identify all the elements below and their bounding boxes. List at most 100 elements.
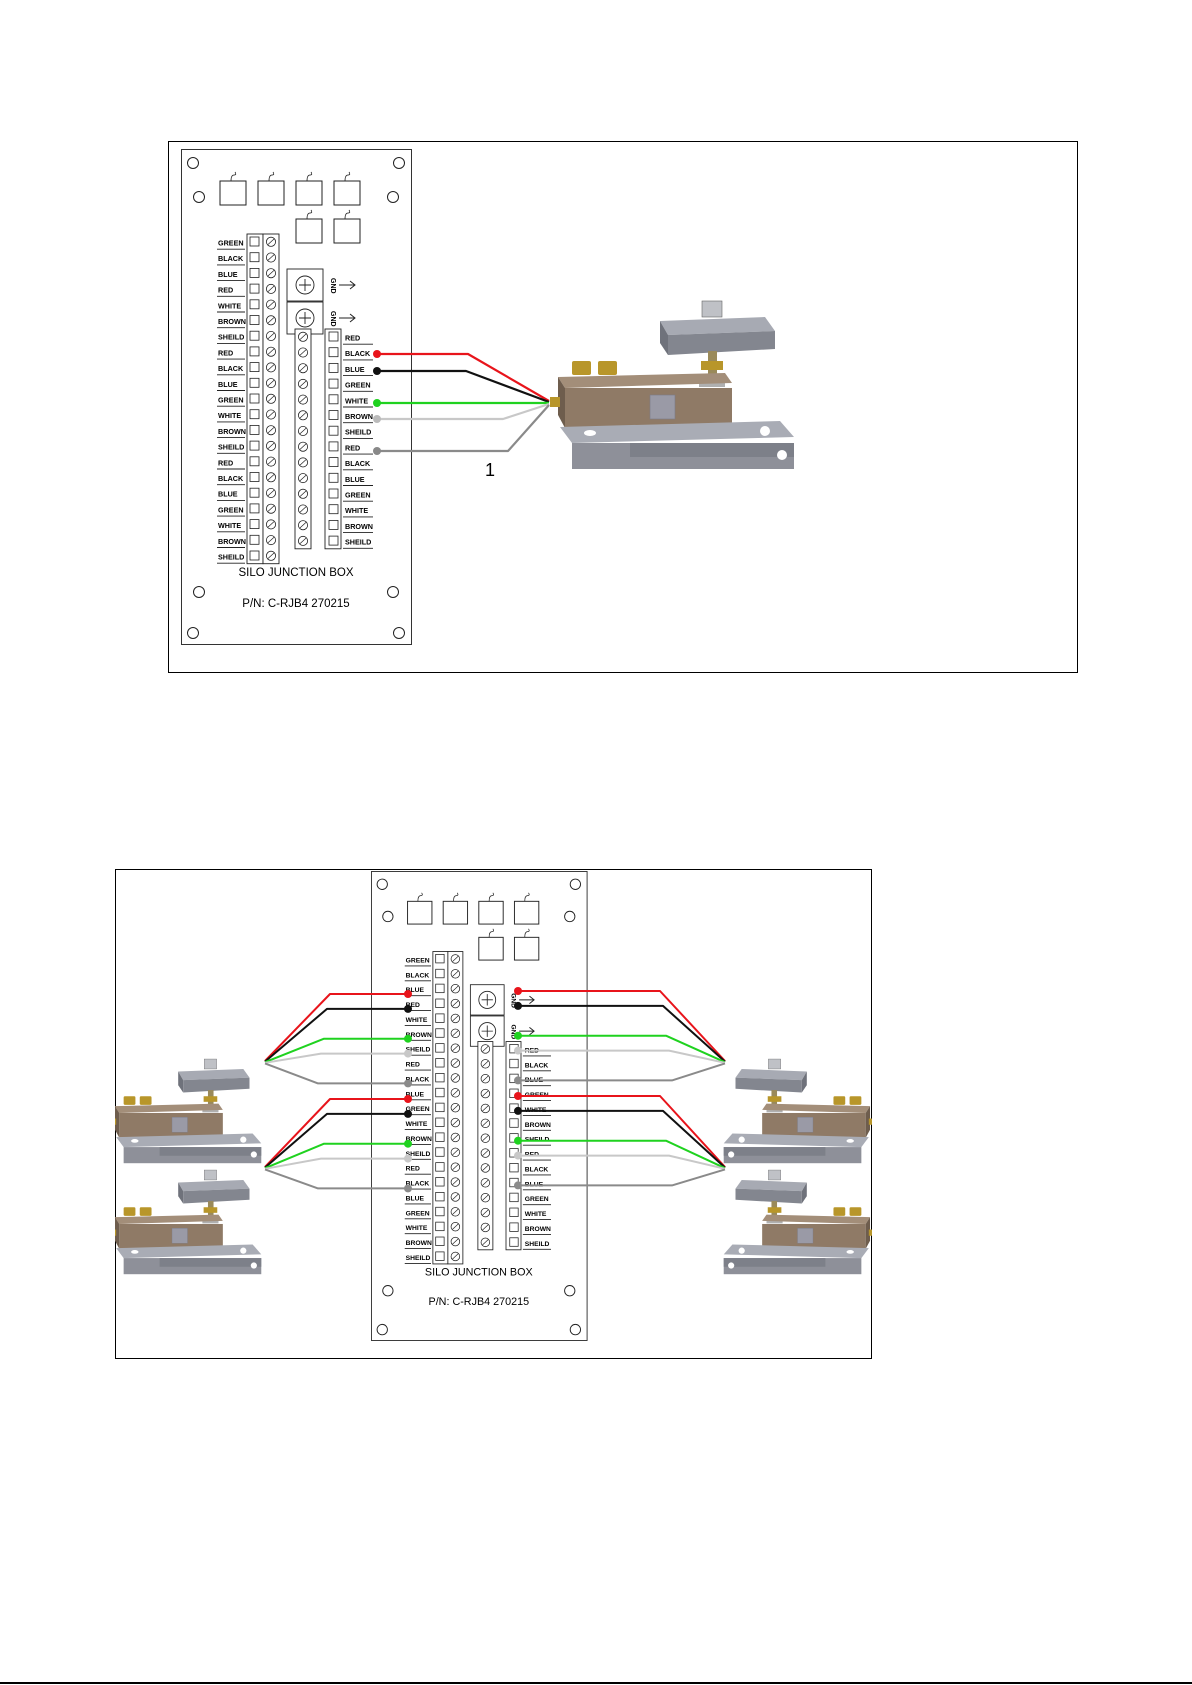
wire-terminal-dot [404,1184,412,1193]
screw-slot [267,537,275,544]
cell-body [119,1223,223,1249]
load-cell-wire [518,1034,726,1064]
surge-lead [230,171,237,182]
mount-hole [387,191,399,203]
screw-slot [482,1060,489,1067]
wire-label: BROWN [525,1226,551,1233]
wire-label: WHITE [525,1211,547,1218]
base-hole [240,1247,247,1254]
ground-screw-cross [299,279,311,291]
terminal-clamp [328,425,339,436]
terminal-clamp [435,1251,445,1261]
terminal-clamp [328,472,339,483]
wire-terminal-dot [514,1151,522,1160]
screw-slot [482,1165,489,1171]
cell-top [558,373,732,388]
screw-slot [267,348,275,355]
base-hole [738,1136,745,1143]
load-cell-wire [518,1168,726,1187]
cell-label [797,1228,814,1244]
wire-label: BROWN [406,1136,432,1143]
terminal-clamp [249,456,260,467]
surge-lead [306,171,313,182]
callout-number: 1 [485,460,495,480]
wire-label: BLUE [345,475,365,484]
screw-slot [267,552,275,559]
mount-hole [564,1285,576,1297]
junction-box: GREENBLACKBLUEREDWHITEBROWNSHEILDREDBLAC… [371,871,588,1341]
terminal-clamp [249,283,260,294]
page-bottom-rule [0,1682,1192,1684]
top-nut [701,300,723,318]
terminal-clamp [249,315,260,325]
terminal-strip-right [505,1041,522,1251]
top-plate-side [660,321,668,355]
mount-hole [393,627,405,639]
mount-hole [382,1285,394,1297]
screw-slot [267,411,275,418]
surge-protector [257,180,285,206]
terminal-clamp [328,362,339,373]
mount-hole [387,586,399,598]
cell-body [762,1112,866,1138]
wire-bundle [373,350,550,455]
top-plate-front [183,1188,250,1204]
top-nut [768,1169,781,1181]
terminal-clamp [435,1221,445,1232]
screw-slot [452,970,459,977]
top-nut [204,1058,217,1070]
top-plate-front [735,1077,802,1093]
terminal-clamp [509,1192,519,1203]
screw-slot [299,537,307,544]
wire-label: BLACK [525,1062,549,1069]
wire-label: WHITE [345,506,368,515]
wire-terminal-dot [404,1049,412,1058]
load-cell-wire [264,1062,408,1085]
surge-lead [488,928,494,938]
wire-terminal-dot [373,447,381,455]
terminal-clamp [328,504,339,515]
terminal-clamp [249,299,260,310]
screw-slot [267,270,275,277]
load-cell-bottom-right [723,1169,872,1275]
brass-nut [767,1096,782,1102]
screw-slot [452,1164,459,1170]
load-cell-wire [518,1109,726,1169]
wire-label: SHEILD [218,443,244,452]
load-cell [550,300,794,469]
cell-label [171,1117,188,1133]
wire-label: BLUE [406,1195,425,1202]
screw-slot [482,1209,489,1216]
load-cell-wire [264,1168,408,1190]
terminal-clamp [435,1073,445,1083]
cell-top [115,1214,223,1224]
wire-label: RED [406,1002,420,1009]
screw-slot [267,489,275,496]
screw-slot [267,442,275,449]
screw-slot [299,443,307,450]
mount-hole [376,878,388,890]
screw-slot [267,332,275,339]
brass-bolt [849,1207,862,1216]
load-cell-wire [518,1062,726,1082]
terminal-clamp [328,394,339,405]
terminal-clamp [435,1132,445,1142]
terminal-clamp [249,534,260,545]
screw-slot [299,490,307,497]
terminal-clamp [249,409,260,420]
load-cell-wire [518,1154,726,1170]
surge-lead [453,892,459,902]
wire-label: BLUE [218,490,238,499]
base-plate-shade [159,1258,262,1267]
wire-label: SHEILD [406,1047,431,1054]
screw-slot [452,1060,459,1066]
mount-hole [187,157,199,169]
screw-slot [299,506,307,513]
terminal-clamp [249,550,260,561]
top-plate-side [178,1182,184,1204]
top-plate [178,1179,250,1192]
ground-label: GND [510,993,517,1008]
mount-hole [382,910,394,923]
wire-label: GREEN [406,1210,430,1217]
wire-terminal-dot [373,350,381,358]
